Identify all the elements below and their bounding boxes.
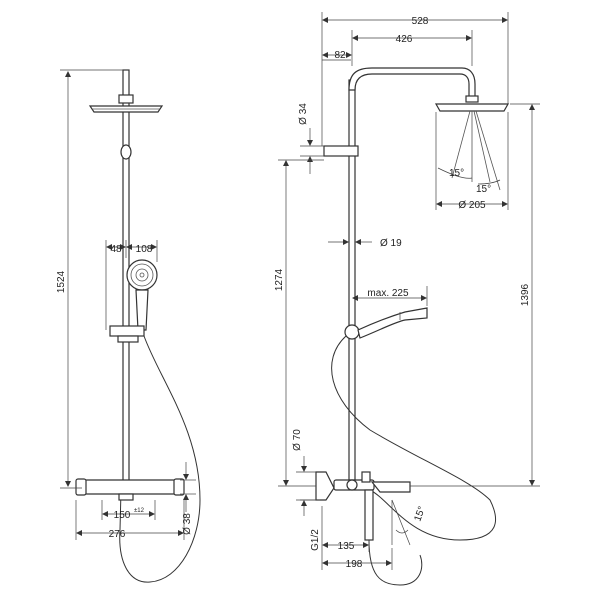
hand-shower-side [344,307,428,340]
slider-front [109,325,145,343]
shower-arm [348,67,476,99]
dim-label-198: 198 [346,559,363,570]
dim-label-82: 82 [334,50,346,61]
dim-label-1396: 1396 [520,283,531,306]
dim-label-528: 528 [412,16,429,27]
dim-label-108: 108 [136,244,153,255]
riser-joint-front [120,144,132,160]
thermostat-front [75,478,185,501]
dim-label-276: 276 [109,529,126,540]
dim-label-1274: 1274 [274,268,285,291]
dim-label-g12: G1/2 [310,529,321,551]
riser-collar [323,145,359,157]
head-angle-right: 15° [476,184,491,195]
side-view: 15° 15° Ø 205 528 [274,12,540,586]
dim-label-150-tolerance: ±12 [134,508,145,514]
dim-label-150: 150 [114,510,131,521]
spout-angle-label: 15° [412,505,428,523]
head-angle-left: 15° [449,168,464,179]
dim-label-max-225: max. 225 [367,288,409,299]
thermostat-side [315,471,423,586]
hose-side [331,335,496,541]
overhead-shower-side [434,95,510,112]
hose-front [119,335,201,583]
dim-label-426: 426 [396,34,413,45]
hand-shower-front [126,259,158,331]
dim-label-dia-34: Ø 34 [298,103,309,125]
dim-label-dia-205: Ø 205 [458,200,486,211]
overhead-shower-front [88,94,164,113]
dim-label-dia-19: Ø 19 [380,238,402,249]
front-view: 1524 48 108 150 ±12 276 Ø 38 [56,69,201,583]
dim-label-1524: 1524 [56,270,67,293]
dim-label-dia-38: Ø 38 [182,513,193,535]
dim-label-48: 48 [110,244,122,255]
riser-pipe-side [348,79,356,481]
dim-label-dia-70: Ø 70 [292,429,303,451]
dim-label-135: 135 [338,541,355,552]
